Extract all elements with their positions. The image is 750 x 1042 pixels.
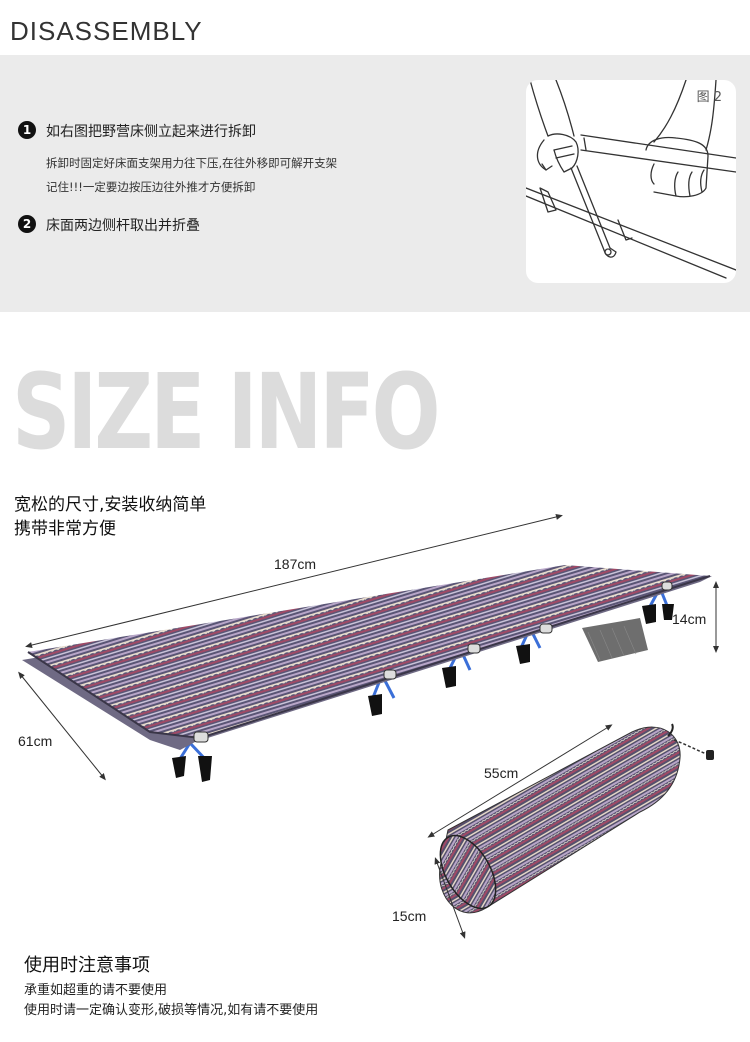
step-2-text: 床面两边侧杆取出并折叠 (46, 218, 200, 234)
step-1-detail-1: 拆卸时固定好床面支架用力往下压,在往外移即可解开支架 (46, 156, 338, 170)
step-2-badge: 2 (18, 215, 36, 233)
step-1-badge: 1 (18, 121, 36, 139)
length-dimension-line (25, 514, 563, 648)
bag-diameter-label: 15cm (392, 908, 427, 924)
width-label: 61cm (18, 733, 53, 749)
figure-label: 图 2 (696, 90, 722, 105)
width-dimension-line (18, 671, 106, 781)
bag-length-label: 55cm (484, 765, 519, 781)
bag-length-dimension-line (427, 724, 613, 838)
mesh-pocket (582, 618, 648, 662)
section-title-size-info: SIZE INFO (12, 351, 441, 473)
notes-line-2: 使用时请一定确认变形,破损等情况,如有请不要使用 (24, 1003, 319, 1018)
height-label: 14cm (672, 611, 707, 627)
step-1-text: 如右图把野营床侧立起来进行拆卸 (46, 124, 256, 140)
hands-frame-illustration (526, 80, 736, 279)
bag-diameter-dimension-line (434, 857, 466, 939)
storage-bag (439, 723, 714, 914)
disassembly-figure: 图 2 (526, 80, 736, 283)
subtitle-line-1: 宽松的尺寸,安装收纳简单 (14, 495, 207, 515)
section-title-disassembly: DISASSEMBLY (10, 16, 203, 46)
notes-title: 使用时注意事项 (24, 955, 150, 976)
step-1-detail-2: 记住!!!一定要边按压边往外推才方便拆卸 (46, 180, 256, 194)
length-label: 187cm (274, 556, 317, 572)
product-illustration (18, 514, 719, 939)
notes-line-1: 承重如超重的请不要使用 (24, 983, 168, 998)
